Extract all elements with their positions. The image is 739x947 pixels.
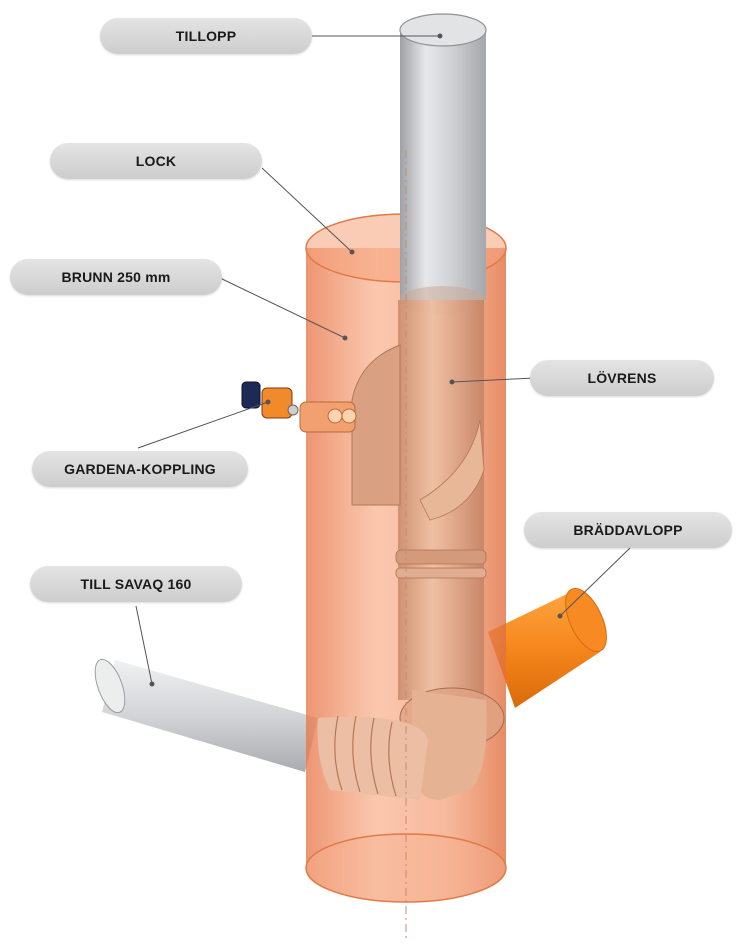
label-brunn: BRUNN 250 mm (10, 259, 222, 295)
overflow-pipe (488, 582, 615, 708)
label-gardena: GARDENA-KOPPLING (32, 451, 248, 487)
label-tillopp: TILLOPP (100, 18, 312, 54)
label-till-savaq: TILL SAVAQ 160 (30, 566, 242, 602)
label-lovrens: LÖVRENS (530, 360, 714, 396)
label-braddavlopp: BRÄDDAVLOPP (524, 512, 732, 548)
label-lock: LOCK (50, 143, 262, 179)
outlet-pipe-grey (89, 656, 318, 772)
inlet-pipe-grey (400, 14, 486, 314)
